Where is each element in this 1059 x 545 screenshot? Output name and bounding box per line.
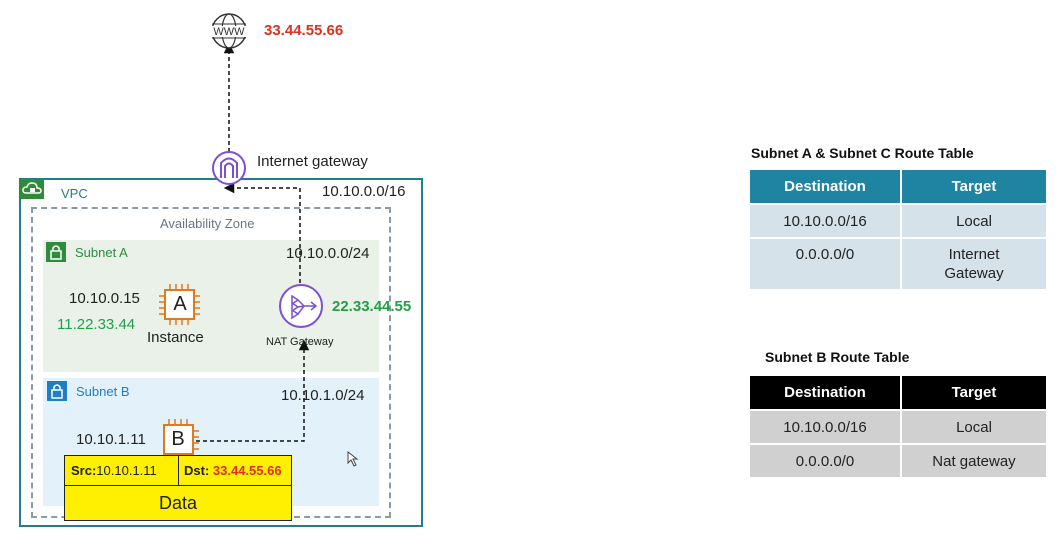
ec2-instance-icon [163, 419, 199, 455]
table-cell: 0.0.0.0/0 [748, 443, 902, 479]
instance-a-public-ip: 11.22.33.44 [57, 316, 136, 333]
subnet-b-cidr: 10.10.1.0/24 [281, 387, 365, 404]
table-row: 10.10.0.0/16 Local [748, 409, 1048, 445]
route-table-ac-title: Subnet A & Subnet C Route Table [751, 145, 974, 161]
svg-text:WWW: WWW [213, 26, 245, 38]
column-header: Destination [748, 374, 902, 411]
table-row: 0.0.0.0/0 Nat gateway [748, 443, 1048, 479]
instance-b-letter: B [171, 428, 185, 450]
lock-icon [47, 381, 67, 401]
instance-a-label: Instance [147, 329, 204, 346]
subnet-a-cidr: 10.10.0.0/24 [286, 245, 370, 262]
column-header: Destination [748, 168, 902, 205]
packet: Src:10.10.1.11 Dst: 33.44.55.66 Data [64, 455, 292, 521]
table-cell: 10.10.0.0/16 [748, 203, 902, 239]
table-cell: 10.10.0.0/16 [748, 409, 902, 445]
subnet-a-label: Subnet A [75, 245, 128, 260]
subnet-b-label: Subnet B [76, 384, 130, 399]
instance-b-to-nat-line [196, 339, 310, 442]
packet-destination: Dst: 33.44.55.66 [179, 456, 291, 486]
column-header: Target [900, 168, 1048, 205]
vpc-label: VPC [61, 186, 88, 201]
nat-gateway-icon [279, 284, 323, 328]
route-table-b: Destination Target 10.10.0.0/16 Local 0.… [748, 374, 1048, 479]
table-cell: Local [900, 409, 1048, 445]
route-table-b-title: Subnet B Route Table [765, 349, 910, 365]
lock-icon [46, 242, 66, 262]
packet-src-ip: 10.10.1.11 [96, 463, 157, 478]
nat-gateway-label: NAT Gateway [266, 336, 334, 348]
column-header: Target [900, 374, 1048, 411]
table-row: 0.0.0.0/0 Internet Gateway [748, 237, 1048, 291]
ec2-instance-icon [159, 284, 200, 325]
instance-a-private-ip: 10.10.0.15 [69, 290, 140, 307]
route-table-ac: Destination Target 10.10.0.0/16 Local 0.… [748, 168, 1048, 291]
instance-b-private-ip: 10.10.1.11 [76, 431, 146, 448]
packet-dst-ip: 33.44.55.66 [212, 463, 282, 478]
table-cell: Local [900, 203, 1048, 239]
packet-src-label: Src: [71, 463, 97, 478]
cursor-icon [347, 450, 359, 467]
internet-gateway-icon [212, 151, 246, 185]
table-row: 10.10.0.0/16 Local [748, 203, 1048, 239]
globe-icon: WWW [207, 13, 251, 49]
igw-label: Internet gateway [257, 153, 368, 170]
packet-data: Data [158, 493, 198, 513]
instance-a-letter: A [173, 293, 187, 315]
table-cell: Internet Gateway [900, 237, 1048, 291]
internet-public-ip: 33.44.55.66 [264, 22, 344, 39]
vpc-cloud-icon [20, 179, 44, 199]
packet-source: Src:10.10.1.11 [65, 456, 179, 486]
packet-dst-label: Dst: [184, 463, 210, 478]
nat-public-ip: 22.33.44.55 [332, 298, 412, 315]
table-cell: Nat gateway [900, 443, 1048, 479]
vpc-cidr: 10.10.0.0/16 [322, 183, 406, 200]
nat-to-igw-line [223, 182, 301, 283]
az-label: Availability Zone [160, 216, 255, 231]
table-cell: 0.0.0.0/0 [748, 237, 902, 291]
